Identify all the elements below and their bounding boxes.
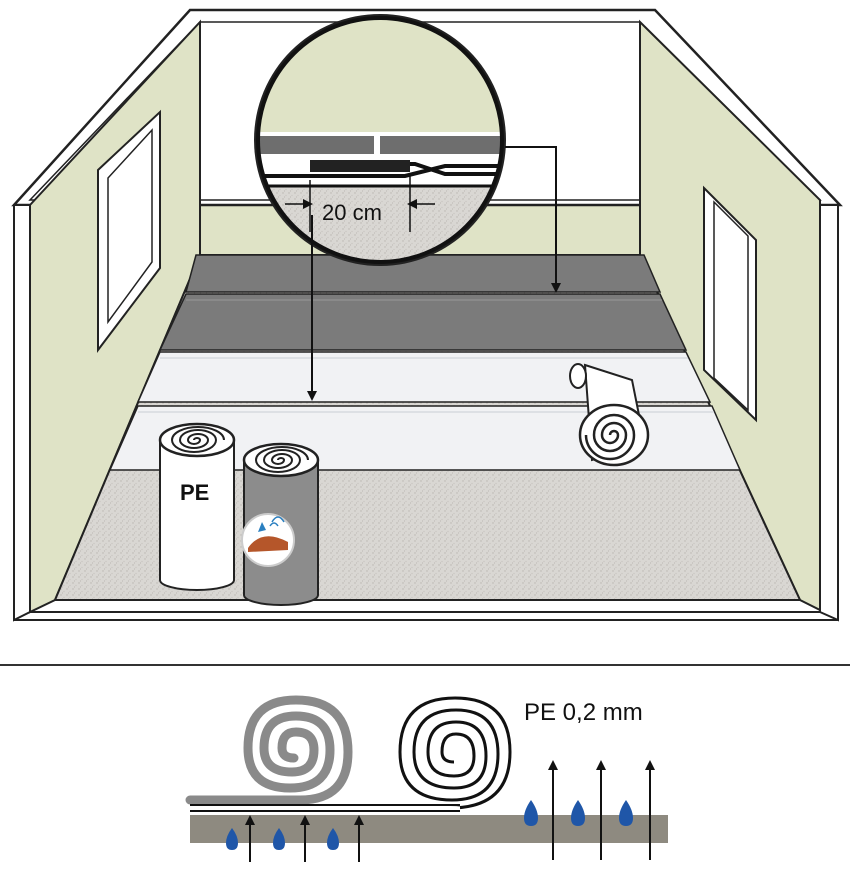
pe-film-spiral [190,696,512,812]
pe-film-roll-on-floor [569,363,650,467]
room-illustration: PE [11,8,843,622]
overlap-detail-loupe: 20 cm [254,14,506,266]
underlay-strips [158,254,688,351]
underlay-roll-spiral [185,695,353,805]
moisture-barrier-cross-section: PE 0,2 mm [185,695,668,862]
right-door [703,185,757,423]
moisture-blocked [226,815,364,862]
sound-insulation-icon [241,513,295,567]
acoustic-underlay-roll [241,442,320,606]
pe-roll: PE [158,422,236,591]
pe-thickness-label: PE 0,2 mm [524,699,643,726]
moisture-rising [524,760,655,860]
leader-arrows [307,146,561,401]
overlap-dimension-label: 20 cm [322,200,382,225]
left-window [97,109,161,353]
roll-pe-label: PE [180,480,209,505]
screed-layer [190,815,668,843]
